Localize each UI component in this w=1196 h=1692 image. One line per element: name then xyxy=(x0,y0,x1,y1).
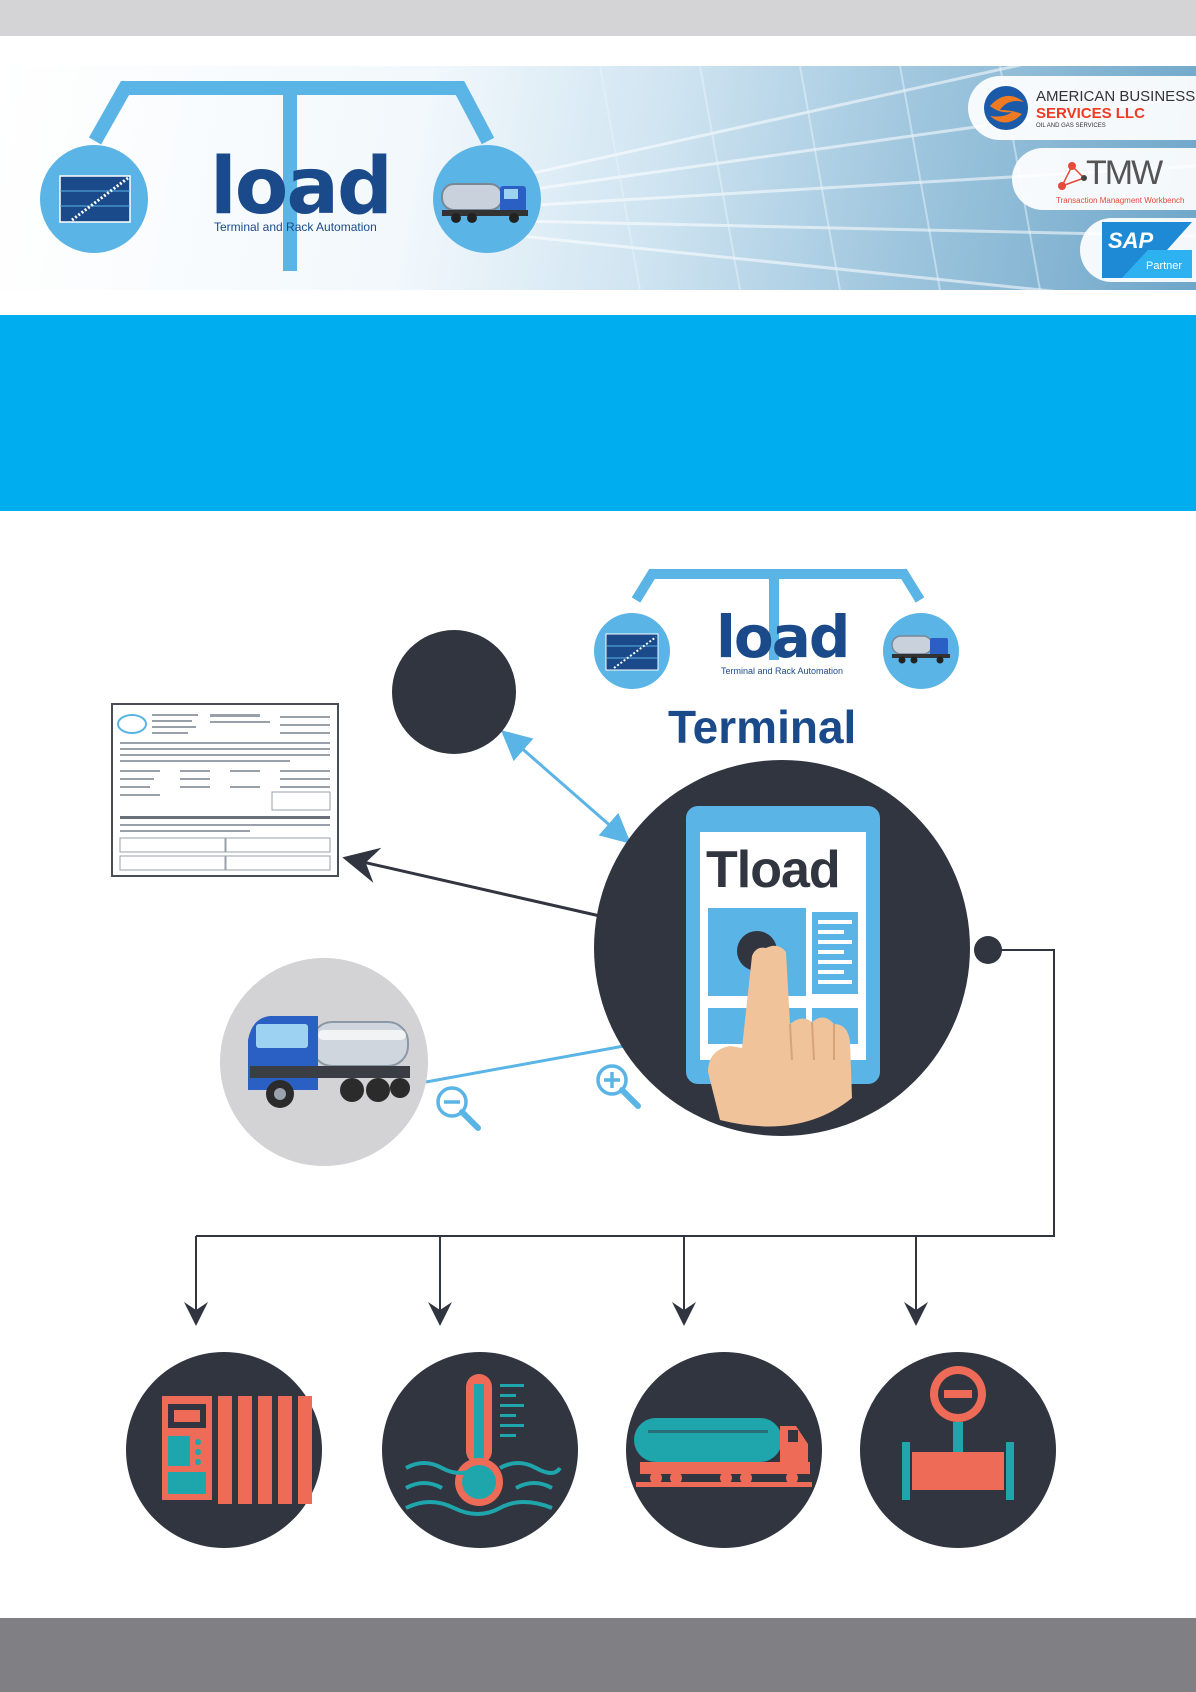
tmw-mark: TMW xyxy=(1086,154,1163,192)
header-banner: load Terminal and Rack Automation AMERIC… xyxy=(0,66,1196,290)
abs-line3: OIL AND GAS SERVICES xyxy=(1036,123,1106,129)
zoom-in-icon[interactable] xyxy=(596,1064,641,1109)
tank-icon xyxy=(59,175,131,223)
touch-hand-icon xyxy=(708,945,852,1127)
sap-mark: SAP xyxy=(1108,228,1154,253)
tmw-network-icon xyxy=(1058,162,1087,190)
truck-icon xyxy=(441,183,528,223)
sap-logo-shape xyxy=(1102,222,1192,278)
zoom-out-icon[interactable] xyxy=(436,1086,481,1131)
abs-swirl-icon xyxy=(984,86,1028,130)
diagram-logo-word: load xyxy=(716,603,850,671)
terminal-heading: Terminal xyxy=(668,701,857,753)
tmw-partner-logo[interactable]: TMW Transaction Managment Workbench xyxy=(1012,148,1196,210)
tmw-sub: Transaction Managment Workbench xyxy=(1056,196,1185,205)
footer-band xyxy=(0,1618,1196,1692)
top-strip xyxy=(0,0,1196,36)
truck-icon xyxy=(248,1016,410,1108)
bill-of-lading-document[interactable] xyxy=(111,703,339,877)
rack-panel-icon xyxy=(162,1396,312,1504)
output-node-dot xyxy=(974,936,1002,964)
connector-lines xyxy=(184,730,1055,1326)
sap-sub: Partner xyxy=(1146,260,1183,272)
abs-line1: AMERICAN BUSINESS xyxy=(1036,88,1196,105)
banner-logo-tagline: Terminal and Rack Automation xyxy=(214,220,377,234)
tablet-title: Tload xyxy=(706,841,841,899)
rail-tanker-icon xyxy=(634,1418,812,1487)
banner-logo-word: load xyxy=(210,142,393,232)
abs-partner-logo[interactable]: AMERICAN BUSINESS SERVICES LLC OIL AND G… xyxy=(968,76,1196,140)
flow-meter-icon xyxy=(902,1366,1014,1500)
blue-band xyxy=(0,315,1196,511)
node-circle-small xyxy=(392,630,516,754)
thermometer-icon xyxy=(405,1374,562,1516)
sap-partner-logo[interactable]: SAP Partner xyxy=(1080,218,1196,282)
tank-icon xyxy=(605,633,659,671)
truck-icon xyxy=(891,635,950,664)
abs-line2: SERVICES LLC xyxy=(1036,105,1145,122)
diagram-logo-tagline: Terminal and Rack Automation xyxy=(721,666,844,676)
